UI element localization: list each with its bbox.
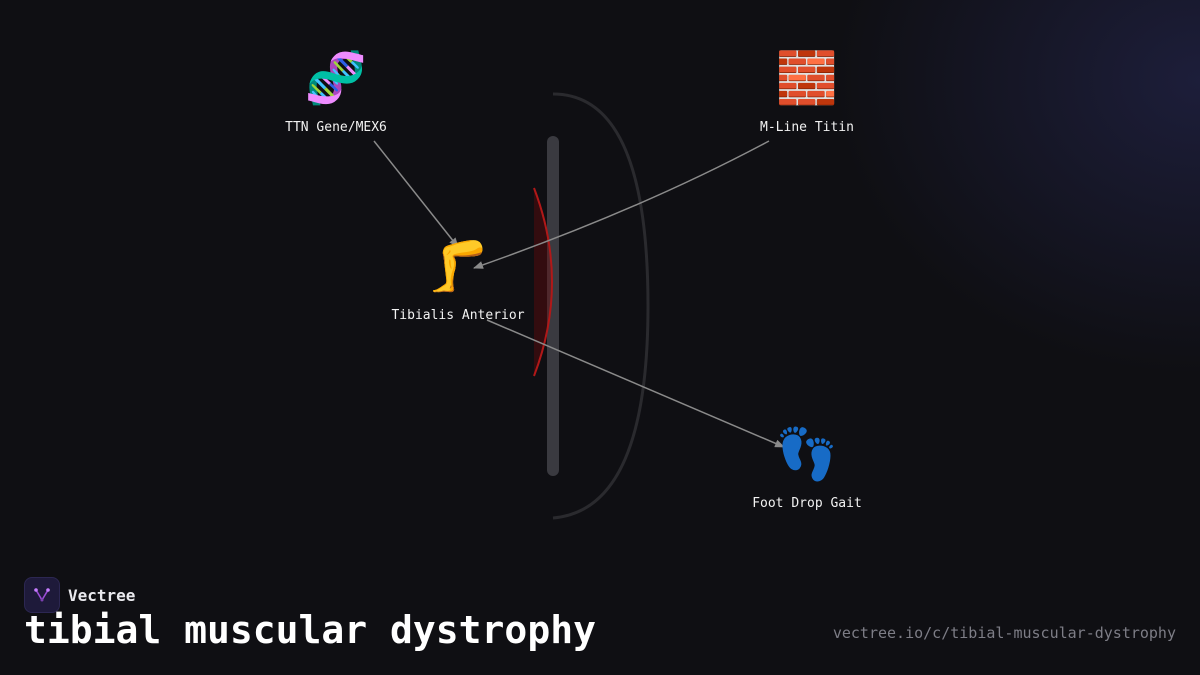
brick-icon: 🧱 <box>775 49 839 107</box>
page-title: tibial muscular dystrophy <box>24 608 596 652</box>
node-label: Foot Drop Gait <box>752 496 862 511</box>
node-label: Tibialis Anterior <box>391 308 525 323</box>
brand-name: Vectree <box>68 585 136 605</box>
outer-arc <box>552 92 650 520</box>
node-ttn-gene[interactable]: 🧬 TTN Gene/MEX6 <box>236 48 436 135</box>
edge-mline-to-tibialis <box>473 140 770 269</box>
edge-ttn-to-tibialis <box>373 140 459 248</box>
vectree-logo-icon <box>24 577 60 613</box>
node-m-line-titin[interactable]: 🧱 M-Line Titin <box>707 48 907 135</box>
footprints-icon: 👣 <box>775 425 839 483</box>
node-label: TTN Gene/MEX6 <box>285 120 387 135</box>
brand[interactable]: Vectree <box>24 577 135 613</box>
node-tibialis-anterior[interactable]: 🦵 Tibialis Anterior <box>358 236 558 323</box>
dna-icon: 🧬 <box>304 49 368 107</box>
vertical-bar <box>547 136 559 476</box>
highlight-arc <box>533 187 553 377</box>
leg-icon: 🦵 <box>426 237 490 295</box>
node-label: M-Line Titin <box>760 120 854 135</box>
page-url[interactable]: vectree.io/c/tibial-muscular-dystrophy <box>832 624 1176 642</box>
edge-tibialis-to-foot <box>486 319 785 448</box>
node-foot-drop-gait[interactable]: 👣 Foot Drop Gait <box>707 424 907 511</box>
